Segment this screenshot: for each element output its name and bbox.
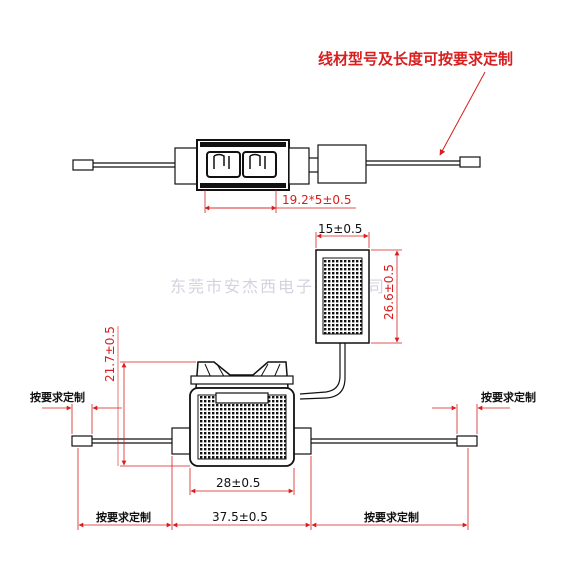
custom-length-note: 线材型号及长度可按要求定制 [318, 50, 513, 68]
dim-left-wire-custom: 按要求定制 [96, 510, 151, 524]
top-right-housing [288, 147, 310, 185]
dim-holder-height: 21.7±0.5 [103, 326, 117, 382]
top-right-terminal [459, 156, 481, 168]
dim-tag-width: 15±0.5 [318, 222, 362, 236]
top-left-housing [174, 147, 198, 185]
left-terminal [71, 435, 93, 447]
dim-left-terminal-custom: 按要求定制 [30, 390, 85, 404]
top-left-terminal [72, 159, 94, 171]
dim-body-width: 28±0.5 [216, 476, 260, 490]
left-wire-sleeve [171, 427, 193, 455]
dim-right-wire-custom: 按要求定制 [364, 510, 419, 524]
top-view: 19.2*5±0.5 [72, 139, 481, 213]
front-view: 15±0.5 26.6±0.5 21.7±0.5 [30, 222, 536, 530]
top-cap [317, 144, 367, 184]
dim-tag-height: 26.6±0.5 [382, 264, 396, 320]
dim-overall: 37.5±0.5 [212, 510, 268, 524]
dim-top-width: 19.2*5±0.5 [282, 193, 352, 207]
tag-grid [322, 257, 363, 335]
holder-grid [197, 394, 287, 460]
dim-right-terminal-custom: 按要求定制 [481, 390, 536, 404]
right-terminal [456, 435, 478, 447]
